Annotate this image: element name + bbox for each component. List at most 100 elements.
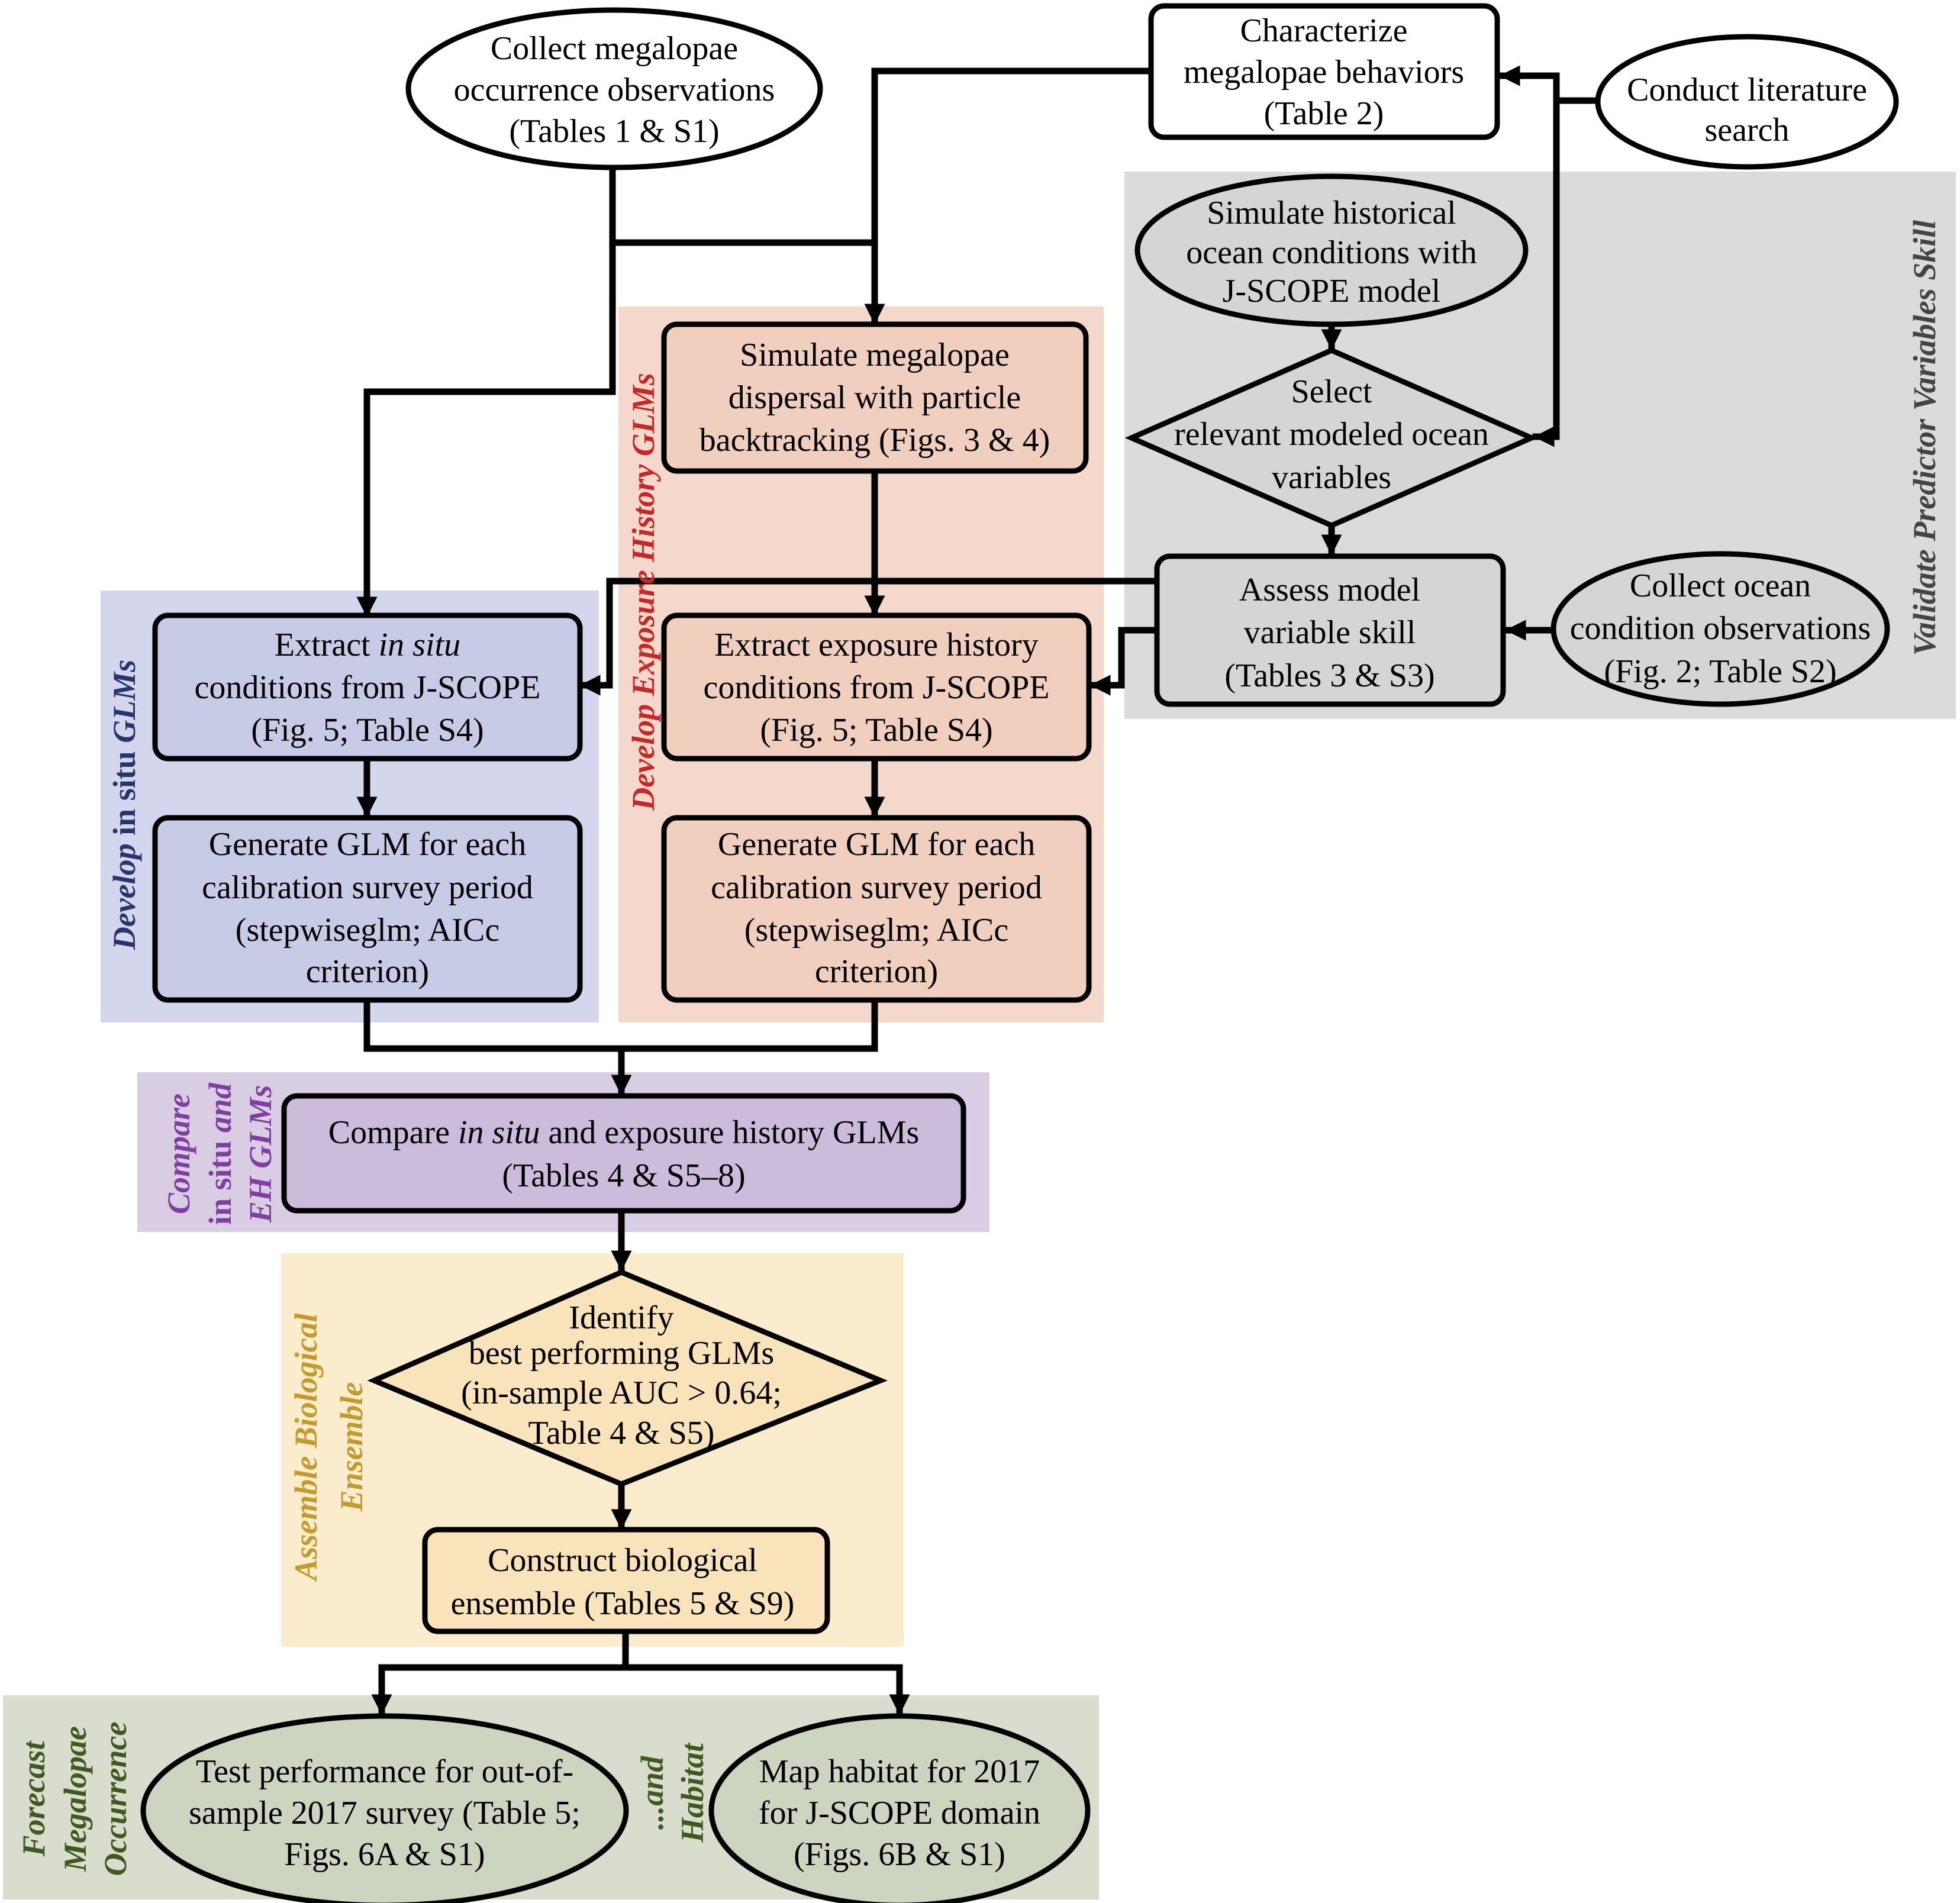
- node-compare-glms-line1a: Compare: [328, 1114, 458, 1151]
- node-extract-insitu: Extract in situ conditions from J-SCOPE …: [152, 612, 583, 762]
- section-label-compare: Compare in situ and EH GLMs: [161, 1082, 278, 1225]
- connector-assess-exposure: [1088, 627, 1160, 696]
- section-label-compare-line2: in situ and: [202, 1082, 238, 1225]
- node-compare-glms: Compare in situ and exposure history GLM…: [281, 1093, 966, 1214]
- node-glm-exposure-line4: criterion): [815, 953, 938, 990]
- node-simulate-ocean-line2: ocean conditions with: [1186, 234, 1477, 271]
- node-assess-skill-line3: (Tables 3 & S3): [1224, 657, 1434, 694]
- section-label-forecast-line4: ...and: [634, 1756, 670, 1830]
- node-glm-insitu-line1: Generate GLM for each: [209, 826, 526, 863]
- node-literature: Conduct literature search: [1595, 34, 1899, 170]
- node-extract-exposure-line3: (Fig. 5; Table S4): [760, 712, 992, 749]
- node-identify-line2: best performing GLMs: [469, 1335, 774, 1372]
- node-identify: Identify best performing GLMs (in-sample…: [367, 1269, 888, 1487]
- section-label-forecast: Forecast Megalopae Occurrence ...and Hab…: [16, 1722, 710, 1876]
- node-simulate-dispersal: Simulate megalopae dispersal with partic…: [661, 321, 1089, 474]
- node-simulate-dispersal-line2: dispersal with particle: [728, 379, 1021, 416]
- section-label-insitu: Develop in situ GLMs: [107, 660, 142, 951]
- node-glm-exposure-line1: Generate GLM for each: [718, 826, 1035, 863]
- connector-to-extract-insitu: [356, 239, 616, 619]
- node-glm-exposure-line2: calibration survey period: [711, 869, 1042, 906]
- node-glm-insitu: Generate GLM for each calibration survey…: [152, 815, 583, 1003]
- node-extract-insitu-line2: conditions from J-SCOPE: [195, 669, 541, 706]
- connector-to-test: [371, 1664, 903, 1717]
- connector-lit-select: [1532, 97, 1560, 447]
- node-glm-exposure-line3: (stepwiseglm; AICc: [744, 912, 1008, 949]
- connector-lit-characterize: [1498, 65, 1601, 104]
- node-select-vars-line3: variables: [1272, 459, 1391, 496]
- node-extract-insitu-line3: (Fig. 5; Table S4): [251, 712, 483, 749]
- node-simulate-ocean-line1: Simulate historical: [1207, 195, 1456, 231]
- node-test-performance-line1: Test performance for out-of-: [196, 1753, 573, 1790]
- section-label-forecast-line3: Occurrence: [98, 1722, 133, 1876]
- section-label-compare-line1: Compare: [161, 1094, 196, 1214]
- connector-characterize-dispersal: [864, 67, 1155, 326]
- node-glm-insitu-line3: (stepwiseglm; AICc: [236, 912, 499, 949]
- section-label-exposure-b: Exposure History GLMs: [626, 373, 661, 696]
- node-select-vars: Select relevant modeled ocean variables: [1124, 347, 1539, 528]
- node-collect-ocean-line3: (Fig. 2; Table S2): [1604, 653, 1836, 690]
- node-compare-glms-line1: Compare in situ and exposure history GLM…: [328, 1114, 920, 1151]
- node-map-habitat: Map habitat for 2017 for J-SCOPE domain …: [708, 1713, 1091, 1903]
- section-label-forecast-line1: Forecast: [16, 1740, 51, 1857]
- node-extract-exposure-line1: Extract exposure history: [714, 627, 1038, 663]
- node-simulate-ocean: Simulate historical ocean conditions wit…: [1134, 173, 1529, 327]
- node-collect-megalopae-line2: occurrence observations: [454, 72, 775, 108]
- section-label-ensemble-line1: Assemble Biological: [288, 1313, 324, 1582]
- node-simulate-ocean-line3: J-SCOPE model: [1223, 273, 1441, 309]
- node-collect-ocean: Collect ocean condition observations (Fi…: [1550, 551, 1890, 707]
- section-label-forecast-line2: Megalopae: [57, 1726, 93, 1872]
- node-extract-exposure-line2: conditions from J-SCOPE: [704, 669, 1050, 706]
- node-test-performance-line3: Figs. 6A & S1): [284, 1836, 485, 1873]
- node-construct-line1: Construct biological: [488, 1542, 757, 1579]
- node-extract-exposure: Extract exposure history conditions from…: [661, 612, 1092, 762]
- node-characterize: Characterize megalopae behaviors (Table …: [1148, 3, 1500, 140]
- node-characterize-line3: (Table 2): [1264, 95, 1384, 132]
- node-identify-line3: (in-sample AUC > 0.64;: [461, 1375, 782, 1411]
- node-extract-insitu-line1b: in situ: [379, 627, 460, 663]
- node-test-performance: Test performance for out-of- sample 2017…: [140, 1713, 629, 1903]
- node-assess-skill: Assess model variable skill (Tables 3 & …: [1154, 553, 1506, 707]
- node-collect-ocean-line1: Collect ocean: [1630, 567, 1811, 604]
- node-extract-insitu-line1: Extract in situ: [275, 627, 460, 663]
- node-select-vars-line1: Select: [1291, 373, 1372, 410]
- section-label-ensemble-line2: Ensemble: [334, 1382, 369, 1512]
- section-label-compare-line2b: and: [202, 1082, 238, 1133]
- node-literature-line1: Conduct literature: [1627, 72, 1867, 108]
- section-label-compare-line2a: in situ: [202, 1140, 238, 1225]
- node-extract-insitu-line1a: Extract: [275, 627, 379, 663]
- section-label-compare-line3: EH GLMs: [243, 1085, 278, 1224]
- section-label-insitu-b: in situ: [107, 751, 142, 836]
- node-glm-exposure: Generate GLM for each calibration survey…: [661, 815, 1092, 1003]
- section-label-forecast-line5: Habitat: [675, 1742, 710, 1843]
- node-map-habitat-line2: for J-SCOPE domain: [759, 1795, 1040, 1831]
- node-collect-ocean-line2: condition observations: [1570, 610, 1871, 647]
- node-simulate-dispersal-line1: Simulate megalopae: [740, 337, 1010, 373]
- connector-assess-insitu: [578, 578, 1160, 696]
- node-compare-glms-line1c: and exposure history GLMs: [540, 1114, 919, 1151]
- node-map-habitat-line3: (Figs. 6B & S1): [794, 1836, 1005, 1873]
- node-simulate-dispersal-line3: backtracking (Figs. 3 & 4): [699, 422, 1050, 459]
- section-label-exposure: Develop Exposure History GLMs: [626, 373, 661, 811]
- node-collect-megalopae-line3: (Tables 1 & S1): [509, 113, 719, 150]
- node-identify-line1: Identify: [569, 1299, 673, 1336]
- node-assess-skill-line1: Assess model: [1239, 572, 1420, 608]
- connectors: [356, 65, 1601, 1717]
- node-test-performance-line2: sample 2017 survey (Table 5;: [189, 1795, 581, 1831]
- node-characterize-line2: megalopae behaviors: [1184, 54, 1464, 91]
- node-identify-line4: Table 4 & S5): [528, 1415, 715, 1452]
- node-construct-line2: ensemble (Tables 5 & S9): [451, 1585, 795, 1622]
- section-label-exposure-a: Develop: [626, 704, 661, 811]
- node-collect-megalopae-line1: Collect megalopae: [491, 30, 738, 67]
- node-literature-line2: search: [1704, 112, 1789, 149]
- node-compare-glms-line2: (Tables 4 & S5–8): [502, 1157, 745, 1194]
- node-glm-insitu-line2: calibration survey period: [202, 869, 533, 906]
- node-collect-megalopae: Collect megalopae occurrence observation…: [405, 7, 823, 170]
- node-map-habitat-line1: Map habitat for 2017: [759, 1753, 1040, 1790]
- section-label-insitu-a: Develop: [107, 843, 142, 950]
- node-select-vars-line2: relevant modeled ocean: [1174, 416, 1489, 453]
- section-label-ensemble: Assemble Biological Ensemble: [288, 1313, 369, 1582]
- node-assess-skill-line2: variable skill: [1244, 614, 1416, 651]
